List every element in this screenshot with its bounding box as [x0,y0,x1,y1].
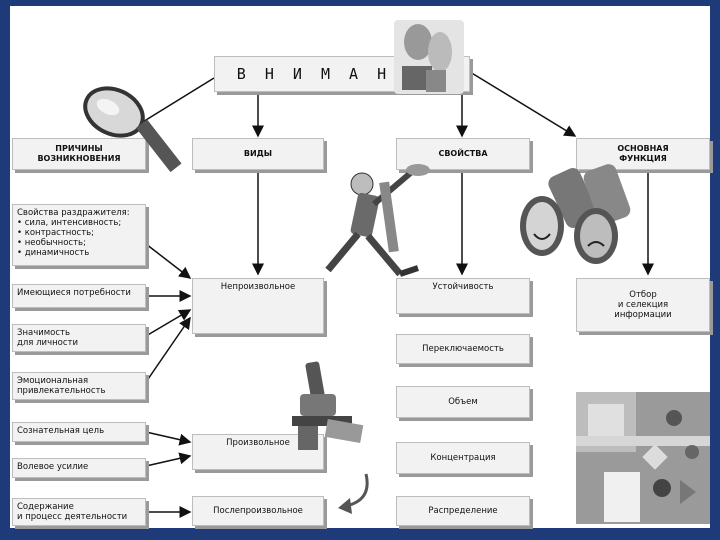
cartoon-figure-illustration [394,20,464,94]
type-post-voluntary: Послепроизвольное [192,496,324,526]
binoculars-masks-illustration [520,164,631,264]
cause-significance: Значимость для личности [12,324,146,352]
cause-stimulus-properties: Свойства раздражителя: • сила, интенсивн… [12,204,146,266]
cause-activity-content: Содержание и процесс деятельности [12,498,146,526]
property-switching: Переключаемость [396,334,530,364]
cause-needs: Имеющиеся потребности [12,284,146,308]
property-distribution: Распределение [396,496,530,526]
property-concentration: Концентрация [396,442,530,474]
type-involuntary: Непроизвольное [192,278,324,334]
header-types: ВИДЫ [192,138,324,170]
abstract-pattern-illustration [576,392,710,524]
cause-volitional-effort: Волевое усилие [12,458,146,478]
arrow-significance-involuntary [145,309,192,337]
arrow-emotional-involuntary [145,316,191,383]
arrow-volition-voluntary [145,452,192,467]
curved-arrow-icon [338,473,369,514]
function-selection: Отбор и селекция информации [576,278,710,332]
property-stability: Устойчивость [396,278,530,314]
arrow-title-function [469,71,577,137]
arrow-goal-voluntary [145,431,192,446]
header-causes: ПРИЧИНЫ ВОЗНИКНОВЕНИЯ [12,138,146,170]
header-function: ОСНОВНАЯ ФУНКЦИЯ [576,138,710,170]
microscope-illustration [292,361,364,450]
magnifying-glass-illustration [83,86,182,173]
property-volume: Объем [396,386,530,418]
arrow-stimulus-involuntary [145,243,192,279]
running-man-illustration [325,164,430,277]
cause-conscious-goal: Сознательная цель [12,422,146,442]
cause-emotional: Эмоциональная привлекательность [12,372,146,400]
